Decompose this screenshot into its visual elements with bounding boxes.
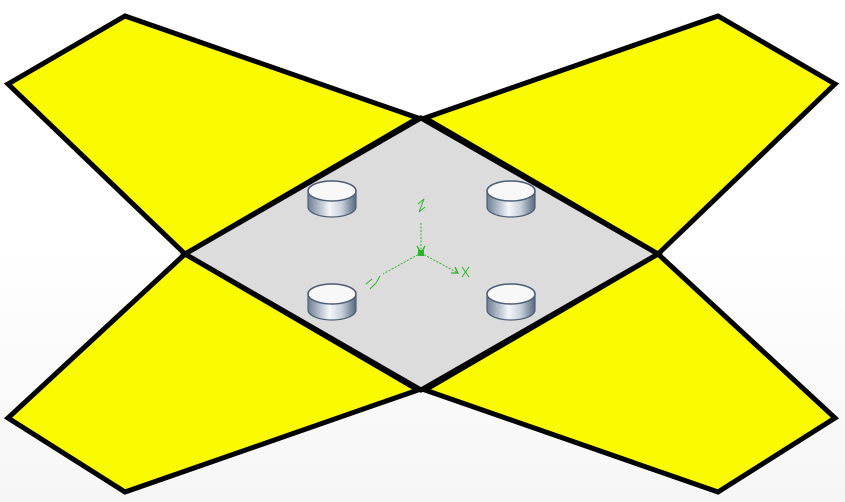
hole-top-right[interactable] <box>486 180 536 218</box>
ucs-y-glyph <box>365 275 381 290</box>
ucs-y-axis <box>382 252 422 275</box>
hole-bottom-left[interactable] <box>307 283 357 321</box>
ucs-x-arrow <box>451 266 460 274</box>
ucs-origin <box>418 250 424 256</box>
ucs-x-glyph <box>461 266 470 278</box>
ucs-z-glyph <box>417 198 426 213</box>
hole-bottom-right[interactable] <box>486 283 536 321</box>
hole-top-left[interactable] <box>307 180 357 218</box>
ucs-x-axis <box>420 252 459 274</box>
ucs-icon <box>365 198 470 290</box>
